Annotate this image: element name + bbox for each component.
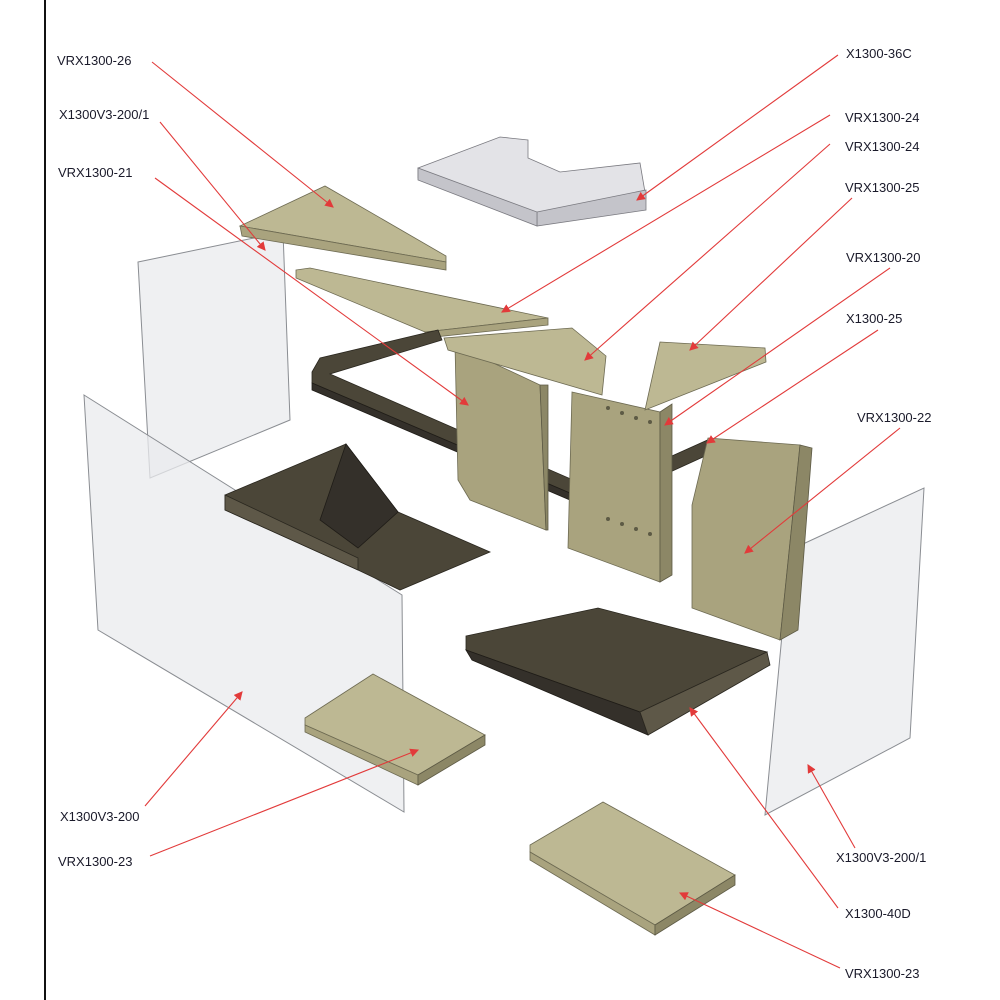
leader-line [149,748,420,857]
part-label: VRX1300-20 [846,250,920,265]
part-label: VRX1300-24 [845,110,919,125]
part-label: VRX1300-23 [58,854,132,869]
part-label: X1300-36C [846,46,912,61]
part-vrx1300-24-upper [295,267,549,339]
part-label: X1300V3-200/1 [836,850,926,865]
part-label: VRX1300-22 [857,410,931,425]
leader-line [151,61,334,208]
part-vrx1300-20 [567,391,673,583]
leader-line [154,177,469,406]
part-vrx1300-25 [644,341,767,411]
part-vrx1300-26 [238,185,447,271]
part-vrx1300-23-lower [529,801,736,936]
part-label: X1300V3-200 [60,809,140,824]
leader-line [807,764,856,849]
leader-line [689,707,839,909]
leader-line [584,143,831,361]
glass-side-panel-right [764,487,925,816]
leader-line [501,114,831,313]
part-label: X1300-40D [845,906,911,921]
part-vrx1300-24-lower [443,327,607,396]
leader-line [144,691,243,807]
part-label: VRX1300-25 [845,180,919,195]
glass-side-panel-left-rear [137,231,291,479]
leader-line [744,427,901,554]
frame-border-line [44,0,46,1000]
part-label: VRX1300-23 [845,966,919,981]
leader-line [636,54,839,201]
part-label: VRX1300-24 [845,139,919,154]
part-label: VRX1300-21 [58,165,132,180]
leader-line [664,267,891,426]
part-x1300-36c-bracket [417,136,647,227]
part-label: X1300-25 [846,311,902,326]
leader-line [159,121,266,251]
part-label: X1300V3-200/1 [59,107,149,122]
leader-line [679,892,841,969]
part-vrx1300-22 [691,437,813,641]
part-vrx1300-23-upper [304,673,486,786]
part-dark-baffle-left [224,443,492,591]
part-x1300-40d [465,607,771,736]
leader-line [706,329,879,444]
leader-line [689,197,853,351]
part-vrx1300-21 [454,344,549,531]
part-label: VRX1300-26 [57,53,131,68]
